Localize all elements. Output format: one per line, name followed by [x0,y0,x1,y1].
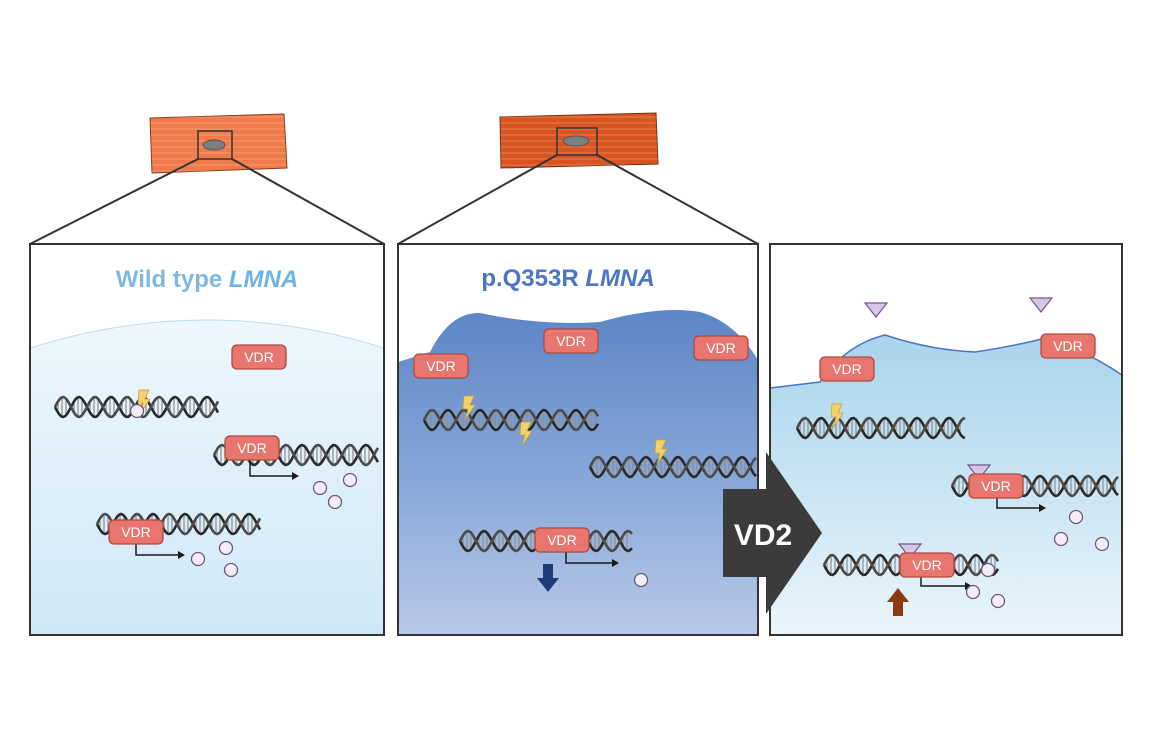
dna-strand [422,408,600,432]
transcription-arrowhead [178,551,185,559]
vd2-ligand-icon [1028,297,1054,313]
vdr-receptor: VDR [534,527,590,553]
panel-title-mutant: p.Q353R LMNA [481,265,654,292]
transcript-circle-icon [1094,536,1110,552]
dna-layer [53,395,1119,577]
dna-damage-icon [462,395,476,421]
vdr-box [1040,333,1096,359]
dna-damage-icon [519,421,533,447]
vdr-label: VDR [237,440,267,456]
vdr-label: VDR [981,478,1011,494]
transcript-circle-icon [965,584,981,600]
vd2-label: VD2 [734,519,792,552]
transcript-circle-icon [1068,509,1084,525]
dna-damage-icon [137,389,151,415]
vdr-label: VDR [556,333,586,349]
transcript-circle-icon [190,551,206,567]
zoom-box-wt [197,130,233,160]
transcript-circle-icon [980,562,996,578]
vdr-box [543,328,599,354]
dna-helix [795,416,966,440]
dna-strand [95,512,262,536]
dna-strand [422,408,600,432]
transcript-circle-icon [223,562,239,578]
vdr-receptor: VDR [1040,333,1096,359]
dna-damage-icon [654,439,668,465]
vdr-label: VDR [1053,338,1083,354]
vdr-label: VDR [832,361,862,377]
dna-strand [588,455,757,479]
vdr-box [968,473,1024,499]
vdr-receptor: VDR [819,356,875,382]
dna-damage-icon [830,403,844,429]
vdr-box [899,552,955,578]
vdr-receptor: VDR [899,552,955,578]
nucleus-mut-icon [562,135,590,147]
transcript-circle-icon [327,494,343,510]
transcription-arrowhead [1039,504,1046,512]
vdr-receptor: VDR [231,344,287,370]
dna-helix [422,408,600,432]
dna-strand [795,416,966,440]
cell-wild-type [149,113,288,174]
vdr-box [413,353,469,379]
transcript-circle-icon [633,572,649,588]
nucleus-wild-type [29,319,385,636]
panel-mutant: p.Q353R LMNA [397,243,759,636]
expression-down-arrow-icon [537,564,559,592]
vdr-label: VDR [912,557,942,573]
vdr-receptor: VDR [413,353,469,379]
mark-layer [129,297,1110,616]
vdr-layer: VDR VDR VDR VDR VDR VDR VDR VDR VDR VDR VDR [108,328,1096,578]
transcript-circle-icon [342,472,358,488]
transcript-circle-icon [1053,531,1069,547]
vd2-ligand-icon [897,543,923,559]
vdr-label: VDR [244,349,274,365]
dna-strand [212,443,380,467]
vdr-label: VDR [706,340,736,356]
vdr-receptor: VDR [108,519,164,545]
transcription-arrowhead [612,559,619,567]
transcription-arrowhead [292,472,299,480]
panel-wild-type: Wild type LMNA [29,243,385,636]
vdr-box [819,356,875,382]
panel-title-wild-type: Wild type LMNA [116,266,298,293]
zoom-box-mut [556,127,598,156]
vdr-label: VDR [121,524,151,540]
transcript-circle-icon [990,593,1006,609]
vdr-receptor: VDR [693,335,749,361]
dna-strand [795,416,966,440]
vdr-receptor: VDR [968,473,1024,499]
dna-helix [588,455,757,479]
nucleus-mutant [398,309,758,635]
vdr-box [534,527,590,553]
vdr-receptor: VDR [543,328,599,354]
cell-mutant [499,112,659,169]
dna-strand [588,455,757,479]
nucleus-wt-icon [202,139,226,151]
transcript-circle-icon [312,480,328,496]
transcript-circle-icon [218,540,234,556]
vdr-label: VDR [547,532,577,548]
zoom-lines [29,154,759,245]
expression-up-arrow-icon [887,588,909,616]
vdr-label: VDR [426,358,456,374]
transcription-arrow [249,458,292,477]
vdr-receptor: VDR [224,435,280,461]
vdr-box [224,435,280,461]
vd2-arrow: VD2 [723,452,822,614]
vd2-ligand-icon [863,302,889,318]
transcript-circle-icon [129,403,145,419]
vd2-ligand-icon [966,464,992,480]
vdr-box [108,519,164,545]
vdr-box [231,344,287,370]
vdr-box [693,335,749,361]
transcription-arrowhead [965,582,972,590]
